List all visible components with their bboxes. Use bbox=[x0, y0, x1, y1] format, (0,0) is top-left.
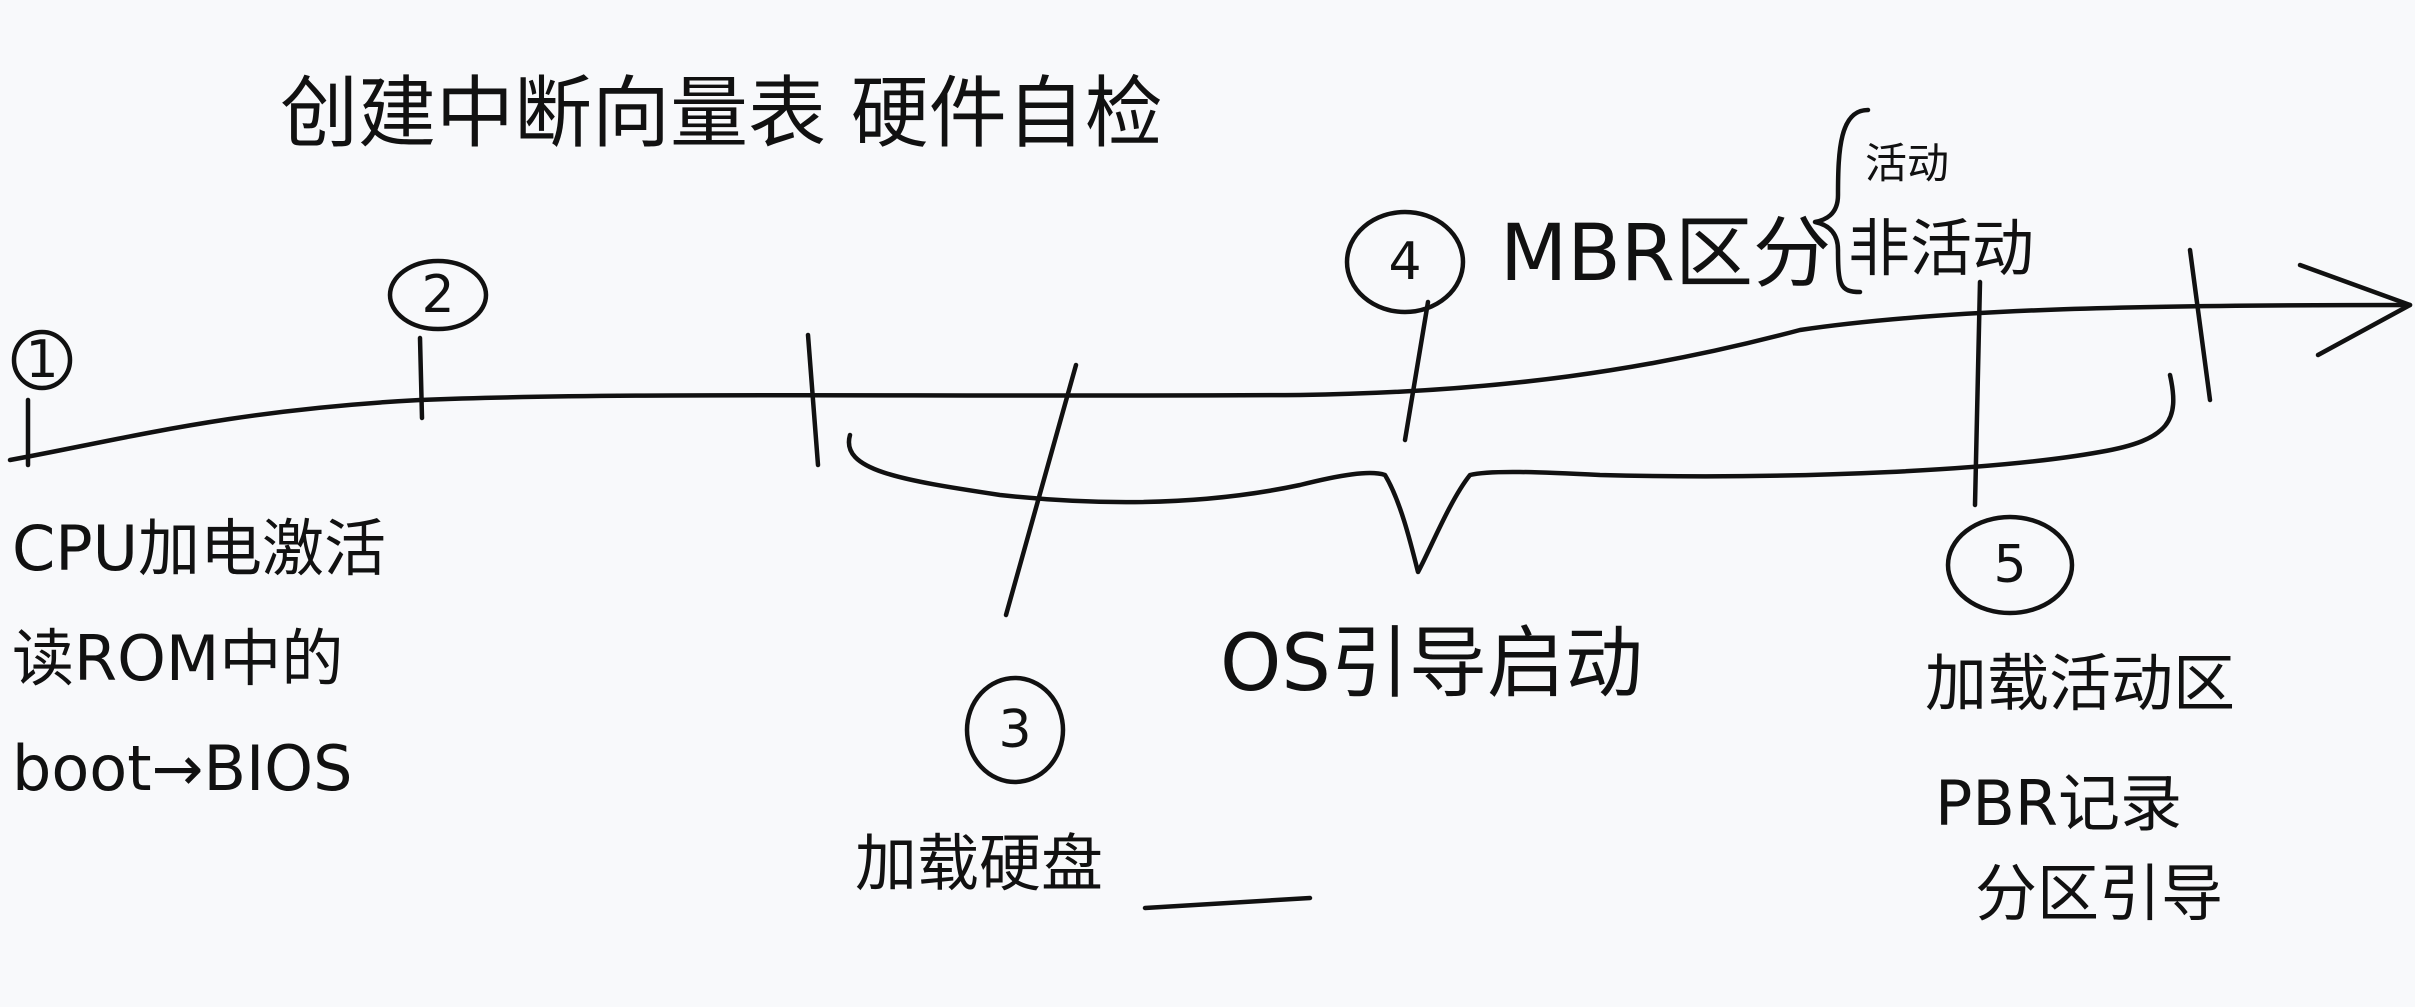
step-3-underline bbox=[1142, 895, 1313, 911]
step-1-line-1: CPU加电激活 bbox=[12, 512, 386, 585]
step-5-line-1: 加载活动区 bbox=[1925, 647, 2235, 720]
axis-tick-a bbox=[805, 332, 821, 468]
timeline-axis bbox=[7, 302, 2413, 463]
mbr-brace bbox=[1812, 107, 1871, 295]
step-5-number: 5 bbox=[1993, 535, 2026, 595]
step-1-line-3: boot→BIOS bbox=[12, 732, 352, 805]
axis-tick-e bbox=[2187, 247, 2213, 403]
mbr-active: 活动 bbox=[1865, 139, 1949, 188]
step-4-circle bbox=[1344, 209, 1466, 315]
step-2-circle bbox=[387, 258, 489, 332]
step-5-circle bbox=[1945, 514, 2075, 616]
step-1-line-2: 读ROM中的 bbox=[12, 622, 343, 695]
step-5-line-3: 分区引导 bbox=[1975, 857, 2223, 930]
step-1-circle bbox=[11, 329, 73, 391]
mbr-label: MBR区分 bbox=[1500, 209, 1831, 299]
os-boot-brace bbox=[846, 372, 2176, 575]
step-3-circle bbox=[964, 675, 1066, 785]
axis-tick-c bbox=[1402, 299, 1431, 443]
step-1-number: 1 bbox=[25, 330, 58, 390]
step-4-number: 4 bbox=[1388, 232, 1421, 292]
axis-tick-b bbox=[1003, 362, 1079, 618]
mbr-inactive: 非活动 bbox=[1848, 212, 2034, 285]
step-2-number: 2 bbox=[421, 265, 454, 325]
step-5-line-2: PBR记录 bbox=[1935, 767, 2182, 840]
step-3-number: 3 bbox=[998, 700, 1031, 760]
timeline-arrowhead bbox=[2297, 262, 2413, 358]
step-3-line-1: 加载硬盘 bbox=[855, 827, 1103, 900]
os-boot-label: OS引导启动 bbox=[1220, 619, 1643, 709]
step-2-tick bbox=[417, 335, 425, 421]
top-note: 创建中断向量表 硬件自检 bbox=[280, 69, 1163, 159]
